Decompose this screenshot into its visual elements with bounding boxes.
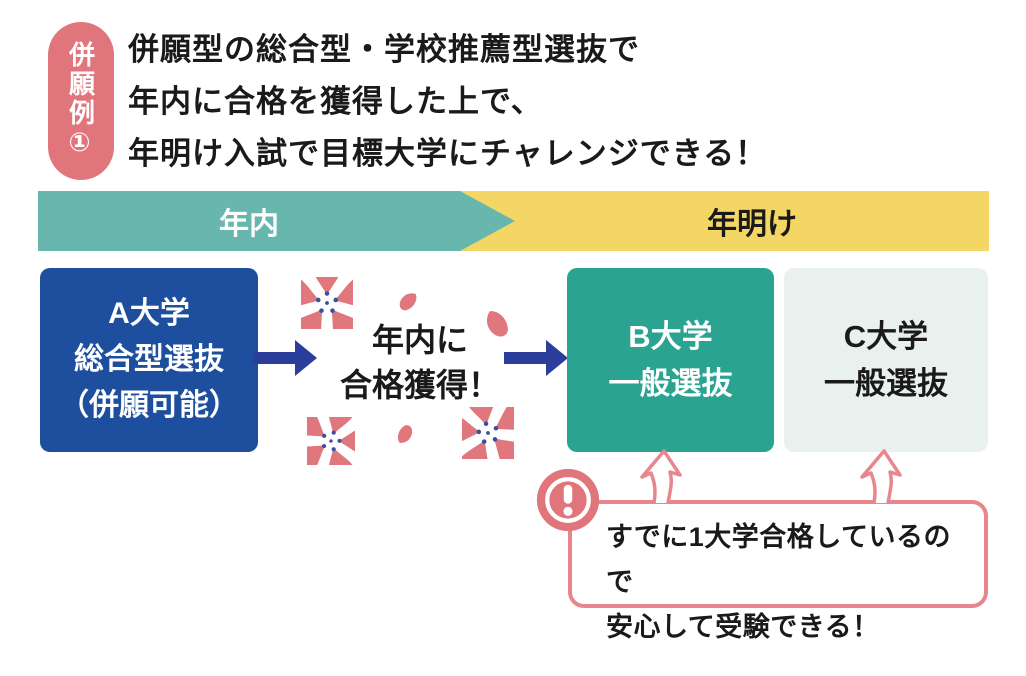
university-a-name: A大学 — [108, 297, 190, 330]
example-badge: 併願例① — [48, 22, 114, 180]
university-b-name: B大学 — [628, 319, 713, 354]
sakura-blossom-icon — [462, 407, 514, 459]
curved-arrow-up-icon — [640, 449, 682, 503]
pass-note-line-2: 合格獲得！ — [339, 367, 500, 403]
university-c-type: 一般選抜 — [824, 366, 948, 401]
timeline-after-newyear-bar — [460, 191, 989, 251]
university-c-box: C大学 一般選抜 — [784, 268, 988, 452]
university-b-type: 一般選抜 — [608, 366, 733, 401]
arrow-right-icon — [253, 340, 317, 376]
callout-line-1: すでに1大学合格しているので — [606, 522, 951, 597]
title-line-2: 年内に合格を獲得した上で、 — [128, 84, 543, 119]
reassurance-callout: すでに1大学合格しているので 安心して受験できる！ — [568, 500, 988, 642]
university-c-name: C大学 — [843, 319, 929, 354]
university-a-note: （併願可能） — [59, 389, 239, 422]
callout-line-2: 安心して受験できる！ — [606, 612, 880, 642]
university-a-box: A大学 総合型選抜 （併願可能） — [40, 268, 258, 452]
university-b-box: B大学 一般選抜 — [567, 268, 774, 452]
timeline-chevron — [460, 191, 515, 251]
sakura-petal-icon — [397, 290, 420, 314]
title-line-3: 年明け入試で目標大学にチャレンジできる！ — [128, 136, 768, 171]
title-line-1: 併願型の総合型・学校推薦型選抜で — [128, 32, 640, 67]
page-title: 併願型の総合型・学校推薦型選抜で 年内に合格を獲得した上で、 年明け入試で目標大… — [128, 24, 767, 180]
exclamation-icon — [536, 468, 600, 532]
pass-within-year-note: 年内に 合格獲得！ — [330, 318, 510, 408]
university-a-type: 総合型選抜 — [74, 343, 224, 376]
pass-note-line-1: 年内に — [371, 322, 468, 358]
curved-arrow-up-icon — [860, 449, 902, 503]
timeline-after-newyear-label: 年明け — [707, 208, 797, 241]
sakura-blossom-icon — [307, 417, 355, 465]
example-badge-label: 併願例① — [65, 41, 96, 161]
sakura-petal-icon — [395, 422, 415, 446]
timeline-within-year-label: 年内 — [219, 208, 279, 241]
arrow-right-icon — [504, 340, 568, 376]
timeline-within-year-bar — [38, 191, 460, 251]
